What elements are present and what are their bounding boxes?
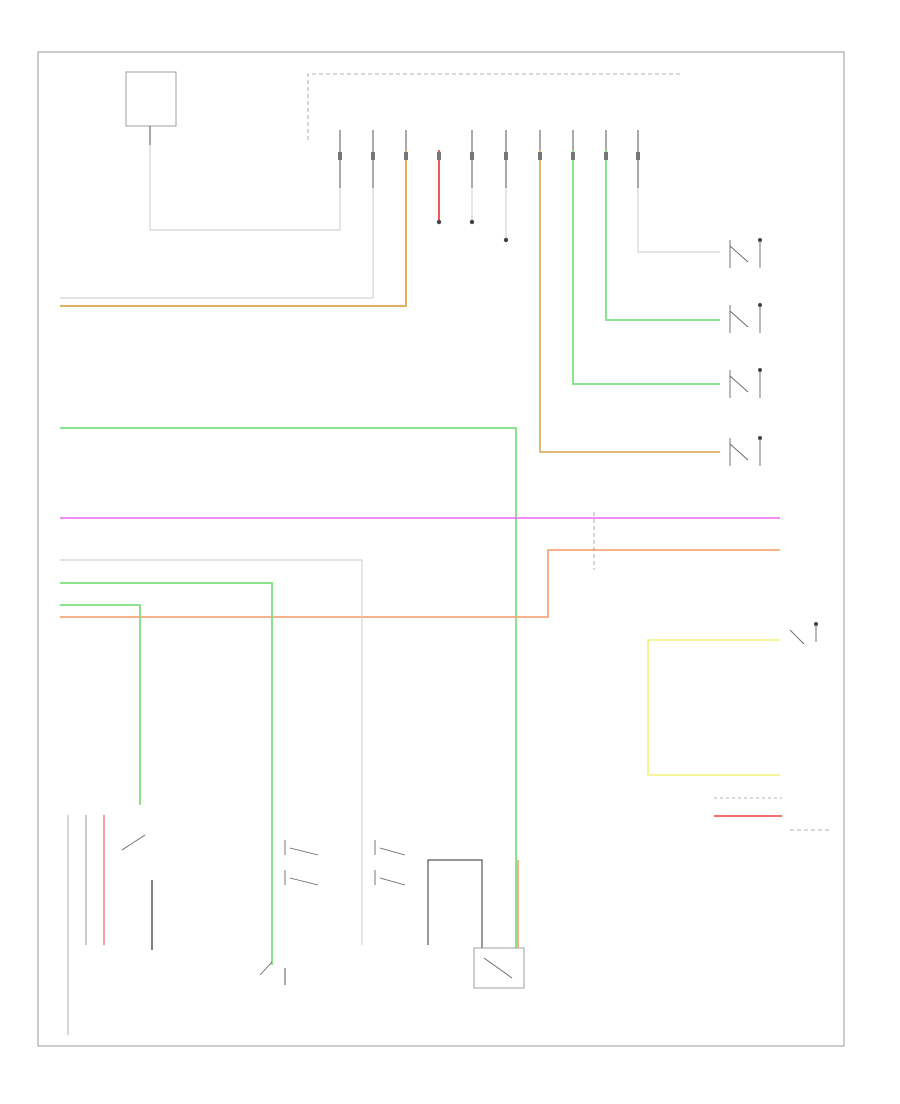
diagram-frame — [37, 51, 845, 1047]
oil-pressure-switch — [789, 622, 818, 645]
ecm-pin-stubs — [339, 130, 639, 188]
connector-pin — [338, 152, 640, 160]
wire-orange-yellow-to-left — [60, 150, 407, 307]
wire-white-center — [60, 559, 363, 945]
ground-dot-2 — [469, 219, 475, 225]
wire-black-relay-loop — [427, 859, 483, 948]
wire-orange-yellow-right — [539, 150, 720, 453]
wire-white-top-left — [149, 145, 341, 231]
switch-symbol — [483, 957, 513, 979]
wire-green-right-2 — [605, 150, 720, 321]
wire-green-left-2 — [60, 582, 273, 965]
bottom-relay-box — [473, 947, 525, 989]
wire-orange-main — [60, 549, 780, 618]
right-switches — [729, 238, 762, 466]
wire-white-to-left — [60, 188, 374, 299]
wire-green-right-1 — [572, 150, 720, 385]
bottom-left-switch-group — [67, 815, 153, 1035]
ground-dot-1 — [436, 219, 442, 225]
wire-green-left-3 — [60, 604, 141, 805]
top-left-relay-box — [125, 71, 177, 127]
ecm-boundary — [307, 73, 680, 140]
wire-green-long — [60, 427, 517, 955]
wire-white-right — [637, 188, 720, 253]
wire-yellow-loop — [647, 639, 780, 776]
ground-dot-3 — [503, 237, 509, 243]
center-switch-stack — [259, 840, 406, 985]
